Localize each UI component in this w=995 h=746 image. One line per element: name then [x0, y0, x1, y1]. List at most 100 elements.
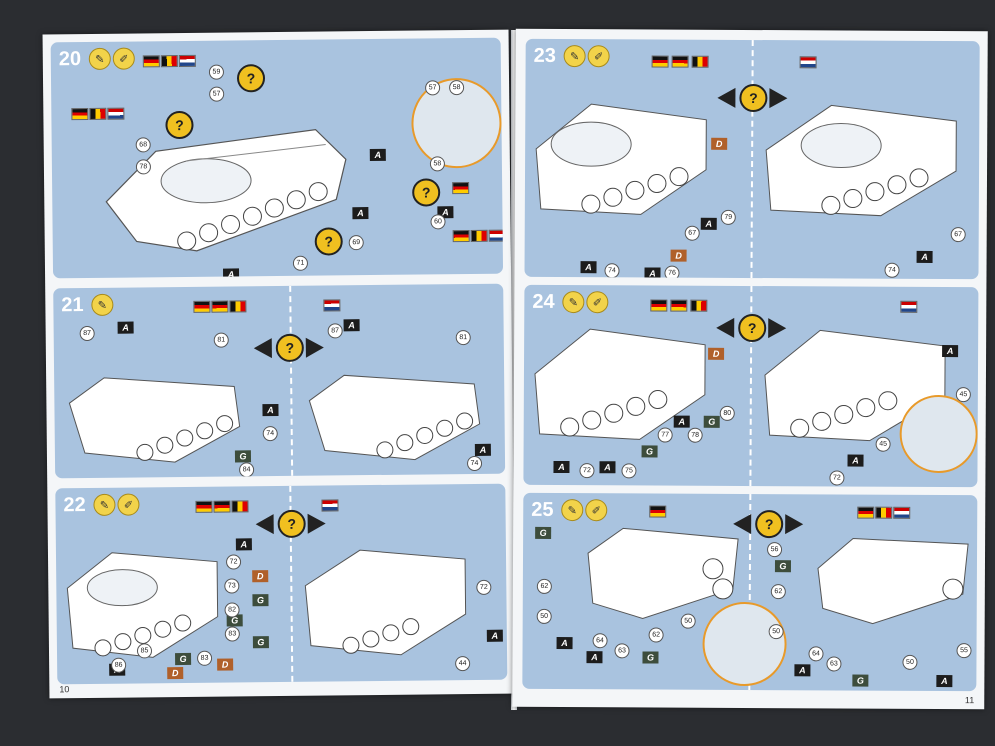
part-tag-G: G	[234, 450, 252, 463]
part-number-callout: 82	[224, 602, 240, 618]
flag-belgium-icon	[875, 506, 893, 519]
step-number: 23	[533, 44, 556, 67]
part-tag-A: A	[235, 538, 252, 551]
part-tag-A: A	[474, 443, 491, 456]
brush-icon: ✐	[586, 291, 609, 314]
part-number-callout: 78	[687, 427, 703, 443]
flag-belgium-icon	[231, 500, 249, 513]
part-tag-D: D	[708, 347, 725, 360]
step-25-panel: 25 ✎ ✐ ? G A A G G A G A 62 50 64 63 62 …	[522, 492, 978, 692]
part-number-callout: 69	[348, 235, 364, 251]
part-number-callout: 77	[657, 427, 673, 443]
flag-netherlands-icon	[488, 229, 504, 242]
part-number-callout: 74	[466, 455, 483, 472]
part-number-callout: 71	[292, 255, 309, 271]
part-number-callout: 67	[684, 225, 700, 241]
part-tag-A: A	[556, 636, 573, 650]
step-24-panel: 24 ✎ ✐ ? D A G G A A A A 80 77 78 75 72 …	[523, 284, 979, 488]
part-tag-D: D	[252, 570, 269, 583]
part-tag-A: A	[847, 454, 864, 467]
part-number-callout: 59	[208, 64, 225, 80]
flag-belgium-icon	[160, 55, 178, 68]
flag-germany-icon	[857, 506, 875, 519]
part-tag-A: A	[942, 345, 959, 358]
tank-hull-drawing	[105, 128, 347, 252]
flag-germany-icon	[452, 229, 470, 243]
variant-divider	[289, 285, 294, 476]
part-tag-G: G	[852, 674, 869, 687]
variant-divider	[750, 40, 754, 279]
part-number-callout: 67	[950, 227, 966, 243]
detail-zoom-callout	[899, 394, 978, 474]
flag-netherlands-icon	[321, 499, 339, 512]
tank-hull-drawing	[308, 374, 481, 461]
tank-hull-drawing	[587, 527, 739, 619]
tank-hull-drawing	[66, 552, 219, 658]
step-number: 21	[61, 294, 84, 317]
part-number-callout: 87	[79, 325, 95, 342]
brush-icon: ✐	[112, 47, 135, 70]
left-page: 20 ✎ ✐ ? ? ? ? A A A A 59 57 6	[42, 29, 516, 699]
flag-netherlands-icon	[178, 54, 196, 68]
question-icon: ?	[755, 510, 784, 539]
part-number-callout: 74	[604, 263, 620, 279]
glue-icon: ✎	[562, 291, 585, 314]
part-number-callout: 72	[476, 579, 492, 595]
flag-belgium-icon	[229, 300, 247, 313]
part-number-callout: 55	[956, 643, 972, 659]
flag-belgium-icon	[691, 55, 709, 68]
part-number-callout: 50	[902, 654, 918, 670]
part-number-callout: 76	[664, 265, 680, 280]
flag-germany-icon	[670, 299, 688, 312]
part-number-callout: 64	[592, 633, 608, 649]
part-number-callout: 58	[449, 80, 465, 96]
page-number: 10	[59, 684, 70, 695]
part-number-callout: 57	[425, 80, 441, 96]
step-number: 24	[532, 290, 555, 313]
flag-netherlands-icon	[900, 300, 918, 313]
part-number-callout: 60	[430, 214, 446, 230]
flag-germany-icon	[213, 500, 231, 513]
part-tag-A: A	[369, 148, 386, 162]
part-number-callout: 62	[648, 627, 664, 643]
part-tag-D: D	[711, 137, 728, 150]
glue-icon: ✎	[91, 293, 114, 316]
part-number-callout: 57	[209, 86, 225, 102]
part-tag-A: A	[599, 461, 616, 474]
part-tag-D: D	[670, 249, 687, 262]
part-number-callout: 74	[262, 426, 278, 442]
part-tag-A: A	[486, 629, 503, 642]
part-number-callout: 62	[770, 584, 786, 600]
part-number-callout: 83	[196, 650, 213, 666]
step-21-panel: 21 ✎ ? A A G A A 87 81 74 84 87 81 74	[53, 283, 506, 479]
part-number-callout: 58	[429, 156, 445, 172]
part-tag-A: A	[222, 268, 240, 279]
part-number-callout: 79	[720, 209, 736, 225]
question-icon: ?	[236, 64, 266, 93]
part-tag-A: A	[644, 267, 661, 280]
tank-hull-drawing	[765, 104, 957, 217]
part-number-callout: 50	[680, 613, 696, 629]
part-tag-A: A	[700, 217, 717, 230]
flag-belgium-icon	[470, 229, 488, 242]
part-number-callout: 86	[111, 657, 127, 673]
variant-toggle-arrows: ?	[733, 510, 803, 539]
part-tag-G: G	[774, 560, 791, 573]
part-tag-A: A	[580, 261, 597, 274]
part-tag-A: A	[936, 674, 953, 688]
flag-belgium-icon	[690, 299, 708, 312]
part-tag-G: G	[535, 526, 552, 539]
part-tag-A: A	[586, 651, 603, 664]
part-tag-D: D	[167, 667, 184, 680]
flag-germany-icon	[193, 300, 211, 313]
brush-icon: ✐	[117, 493, 140, 516]
part-tag-G: G	[175, 652, 192, 666]
part-number-callout: 45	[955, 387, 971, 403]
part-number-callout: 78	[135, 159, 152, 175]
step-22-panel: 22 ✎ ✐ ? A D G G D G A G D A 72 73 82 83…	[55, 483, 508, 685]
part-number-callout: 50	[768, 624, 784, 640]
page-number: 11	[964, 695, 975, 706]
part-tag-A: A	[343, 319, 360, 332]
glue-icon: ✎	[93, 493, 116, 516]
part-number-callout: 72	[225, 554, 242, 570]
